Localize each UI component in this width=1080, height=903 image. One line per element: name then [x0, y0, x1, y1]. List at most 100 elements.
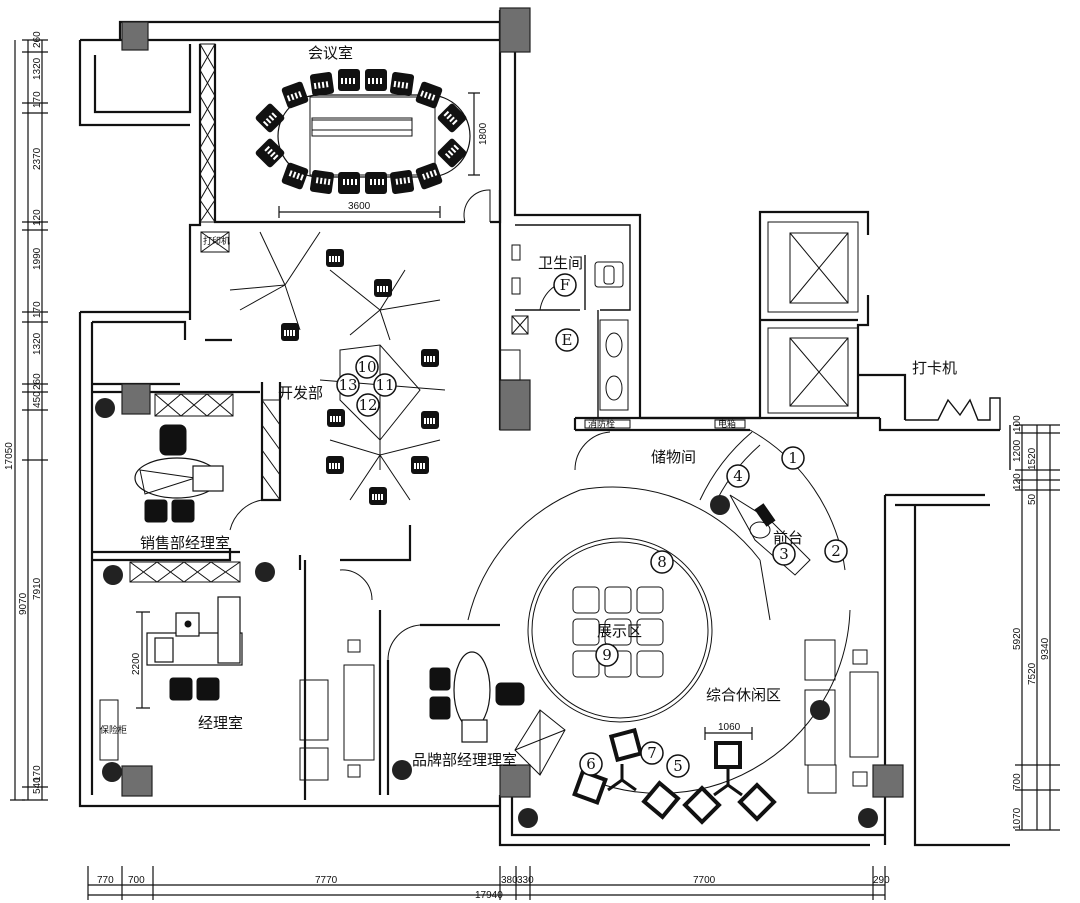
dim-manager-desk: 2200 — [131, 652, 142, 675]
svg-text:11: 11 — [375, 376, 394, 394]
dim-bottom-label: 770 — [97, 875, 114, 886]
dim-left-label: 540 — [32, 777, 43, 794]
svg-text:F: F — [560, 276, 570, 294]
room-label-exhibition: 展示区 — [597, 622, 642, 640]
display-tile — [636, 618, 664, 646]
display-tile — [572, 618, 600, 646]
svg-text:E: E — [562, 331, 573, 349]
chair — [255, 103, 285, 133]
meeting-chairs — [255, 69, 467, 195]
display-tile — [572, 586, 600, 614]
dim-bottom-label: 7770 — [315, 875, 338, 886]
chair — [374, 279, 392, 297]
marker-1: 1 — [781, 446, 805, 470]
dim-left-label: 260 — [32, 31, 43, 48]
plant-icon — [710, 495, 730, 515]
marker-6: 6 — [579, 752, 603, 776]
marker-3: 3 — [772, 542, 796, 566]
dim-left-total: 17050 — [4, 442, 15, 470]
chair — [437, 103, 467, 133]
dev-chairs — [281, 249, 439, 505]
chair — [326, 456, 344, 474]
dim-lounge-table: 1060 — [718, 722, 741, 733]
dim-bottom-label: 700 — [128, 875, 145, 886]
plants — [95, 398, 878, 828]
lounge-chair — [682, 785, 722, 825]
dim-left-label: 170 — [32, 301, 43, 318]
svg-text:4: 4 — [733, 467, 743, 485]
svg-text:8: 8 — [657, 553, 667, 571]
svg-text:10: 10 — [357, 358, 376, 376]
dim-meeting-depth: 1800 — [478, 122, 489, 145]
lounge-chair — [714, 741, 742, 769]
display-tile — [604, 618, 632, 646]
chair — [415, 81, 443, 109]
dim-right-middle: 7520 — [1027, 662, 1038, 685]
plant-icon — [392, 760, 412, 780]
lounge-chair — [572, 769, 608, 805]
marker-13: 13 — [336, 373, 360, 397]
room-label-reception: 前台 — [773, 529, 803, 547]
chair — [421, 349, 439, 367]
display-tile — [636, 586, 664, 614]
dim-right-label: 1520 — [1027, 447, 1038, 470]
svg-text:13: 13 — [338, 376, 357, 394]
room-label-meeting: 会议室 — [308, 44, 353, 62]
exhibition-lounge: 展示区 综合休闲区 1060 — [467, 486, 879, 825]
svg-text:6: 6 — [586, 755, 596, 773]
svg-text:5: 5 — [673, 757, 683, 775]
dim-right-label: 100 — [1012, 415, 1023, 432]
restroom: 卫生间 — [499, 244, 629, 411]
plant-icon — [858, 808, 878, 828]
plant-icon — [255, 562, 275, 582]
svg-text:9: 9 — [602, 646, 612, 664]
chair — [437, 138, 467, 168]
dim-right-label: 700 — [1012, 773, 1023, 790]
fire-hydrant-label: 消防栓 — [588, 418, 615, 430]
chair — [309, 169, 335, 195]
chair — [415, 162, 443, 190]
dim-right-label: 50 — [1027, 493, 1038, 505]
dim-bottom-label: 330 — [517, 875, 534, 886]
marker-8: 8 — [650, 550, 674, 574]
room-label-brand-manager: 品牌部经理理室 — [412, 751, 517, 769]
marker-12: 12 — [356, 393, 380, 417]
marker-5: 5 — [666, 754, 690, 778]
sales-manager-room: 销售部经理室 — [129, 393, 281, 583]
electric-box-label: 电箱 — [718, 418, 736, 430]
room-label-lounge: 综合休闲区 — [706, 686, 781, 704]
dim-right-label: 1200 — [1012, 439, 1023, 462]
svg-text:2: 2 — [831, 542, 841, 560]
chair — [255, 138, 285, 168]
room-label-restroom: 卫生间 — [538, 254, 583, 272]
lounge-chair — [641, 780, 681, 820]
dim-meeting-width: 3600 — [348, 201, 371, 212]
chair — [281, 81, 309, 109]
dim-left-label: 170 — [32, 91, 43, 108]
marker-f: F — [553, 273, 577, 297]
safe-label: 保险柜 — [100, 724, 127, 736]
chair — [338, 172, 360, 194]
chair — [327, 409, 345, 427]
lounge-chairs — [572, 727, 777, 825]
plant-icon — [102, 762, 122, 782]
room-label-time-clock: 打卡机 — [912, 359, 957, 377]
marker-4: 4 — [726, 464, 750, 488]
marker-10: 10 — [355, 355, 379, 379]
dim-right-label: 1070 — [1012, 807, 1023, 830]
dim-left-label: 2370 — [32, 147, 43, 170]
svg-text:3: 3 — [779, 545, 789, 563]
room-label-manager: 经理室 — [198, 714, 243, 732]
chair — [365, 69, 387, 91]
dimension-lines: 2601320170237012019901701320260450170540… — [4, 31, 1060, 901]
columns — [121, 7, 904, 798]
chair — [411, 456, 429, 474]
svg-text:12: 12 — [358, 396, 377, 414]
marker-e: E — [555, 328, 579, 352]
chair — [389, 71, 415, 97]
dim-right-total: 9340 — [1040, 637, 1051, 660]
dim-bottom-label: 290 — [873, 875, 890, 886]
brand-manager-room: 品牌部经理理室 — [412, 651, 566, 776]
lounge-table — [713, 769, 743, 797]
